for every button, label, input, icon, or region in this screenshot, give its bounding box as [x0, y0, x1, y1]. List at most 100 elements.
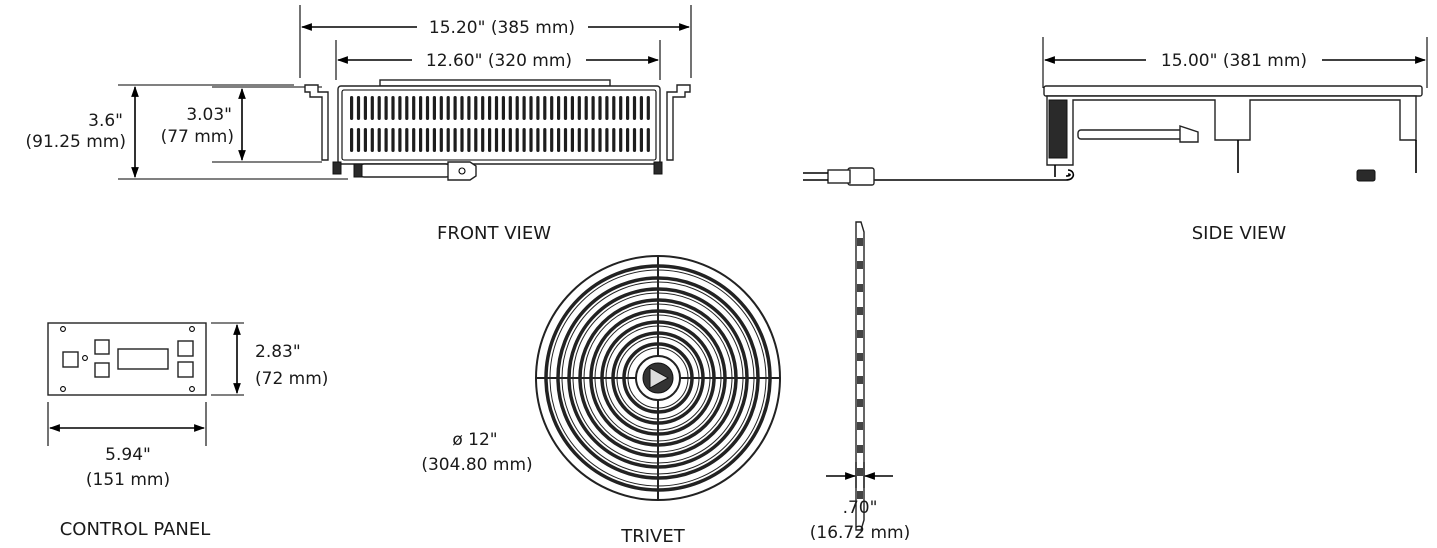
indicator-light	[82, 355, 88, 361]
profile-rib	[857, 307, 863, 315]
vent-slot	[508, 128, 512, 152]
vent-slot	[529, 96, 533, 120]
profile-rib	[857, 399, 863, 407]
vent-slot	[446, 96, 450, 120]
vent-slot	[391, 128, 395, 152]
vent-slot	[377, 128, 381, 152]
side-view-device	[803, 85, 1423, 186]
vent-slot	[446, 128, 450, 152]
vent-slot	[363, 96, 367, 120]
vent-slot	[536, 128, 540, 152]
vent-slot	[481, 128, 485, 152]
vent-slot	[515, 128, 519, 152]
vent-slot	[515, 96, 519, 120]
vent-slot	[577, 96, 581, 120]
vent-slot	[370, 96, 374, 120]
vent-slot	[639, 128, 643, 152]
screw-hole	[60, 326, 66, 332]
logo-mark	[649, 367, 670, 389]
vent-slot	[460, 96, 464, 120]
vent-slot	[584, 96, 588, 120]
vent-slot	[425, 96, 430, 120]
side-plug	[847, 167, 875, 186]
vent-slot	[377, 96, 381, 120]
vent-slot	[467, 128, 471, 152]
screw-hole	[189, 326, 195, 332]
panel-button	[177, 361, 194, 378]
screw-hole	[189, 386, 195, 392]
vent-slot	[398, 96, 402, 120]
vent-slot	[639, 96, 643, 120]
panel-width-mm: (151 mm)	[86, 470, 170, 490]
plug	[447, 161, 477, 181]
vent-slot	[646, 96, 650, 120]
vent-slot	[550, 96, 554, 120]
dim-overall-width: 15.20" (385 mm)	[300, 18, 691, 38]
vent-slot	[453, 128, 457, 152]
vent-slot	[632, 96, 637, 120]
top-lid	[379, 79, 611, 87]
vent-slot	[563, 128, 568, 152]
vent-slot	[612, 96, 616, 120]
vent-slot	[350, 96, 354, 120]
side-view: 15.00" (381 mm) SIDE VIEW	[803, 37, 1428, 244]
vent-slot	[363, 128, 367, 152]
foot	[653, 161, 663, 175]
vent-slot	[619, 128, 623, 152]
profile-rib	[857, 491, 863, 499]
trivet-profile-ribs	[857, 238, 863, 499]
foot	[332, 161, 342, 175]
side-cord	[870, 169, 1075, 181]
plug-pin	[458, 167, 466, 175]
profile-rib	[857, 238, 863, 246]
side-length-label: 15.00" (381 mm)	[1161, 51, 1307, 71]
inner-width-label: 12.60" (320 mm)	[426, 51, 572, 71]
vent-slot	[370, 128, 374, 152]
side-top-plate	[1043, 85, 1423, 97]
vent-slot	[577, 128, 581, 152]
front-view: 15.20" (385 mm) 12.60" (320 mm) 3.6" (91…	[26, 5, 692, 244]
control-panel-title: CONTROL PANEL	[60, 519, 211, 540]
vent-slot	[439, 96, 443, 120]
vent-slot	[494, 128, 499, 152]
vent-slot	[384, 96, 388, 120]
vent-slot	[550, 128, 554, 152]
vent-slot	[488, 128, 492, 152]
vent-slot	[501, 96, 505, 120]
vent-slot	[494, 96, 499, 120]
panel-button	[94, 339, 110, 355]
body-height-in: 3.03"	[186, 105, 232, 125]
power-button	[62, 351, 79, 368]
vent-slot	[419, 128, 423, 152]
vent-slot	[598, 128, 602, 152]
vent-slot	[570, 128, 574, 152]
cord	[359, 163, 451, 178]
vent-slot	[543, 128, 547, 152]
vent-slot	[591, 96, 595, 120]
control-panel: 2.83" (72 mm) 5.94" (151 mm) CONTROL PAN…	[47, 322, 328, 540]
vent-slot	[481, 96, 485, 120]
vent-slot	[488, 96, 492, 120]
vent-slot	[632, 128, 637, 152]
vent-slot	[626, 128, 630, 152]
vent-slot	[598, 96, 602, 120]
dim-inner-width: 12.60" (320 mm)	[336, 51, 660, 71]
vent-slot	[391, 96, 395, 120]
panel-height-mm: (72 mm)	[255, 369, 328, 389]
panel-button	[94, 362, 110, 378]
trivet-center-hub	[635, 355, 681, 401]
side-plug-body	[827, 169, 851, 184]
vent-slot	[412, 96, 416, 120]
vent-slot	[453, 96, 457, 120]
panel-width-in: 5.94"	[105, 445, 151, 465]
dim-side-length: 15.00" (381 mm)	[1043, 51, 1427, 71]
vent-slot	[356, 128, 361, 152]
right-bracket	[666, 84, 691, 161]
vent-slot	[522, 128, 526, 152]
vent-slot	[605, 128, 609, 152]
vent-slot	[405, 96, 409, 120]
side-panel	[1048, 99, 1068, 159]
vent-slot	[563, 96, 568, 120]
vent-slot	[467, 96, 471, 120]
vent-slot	[501, 128, 505, 152]
